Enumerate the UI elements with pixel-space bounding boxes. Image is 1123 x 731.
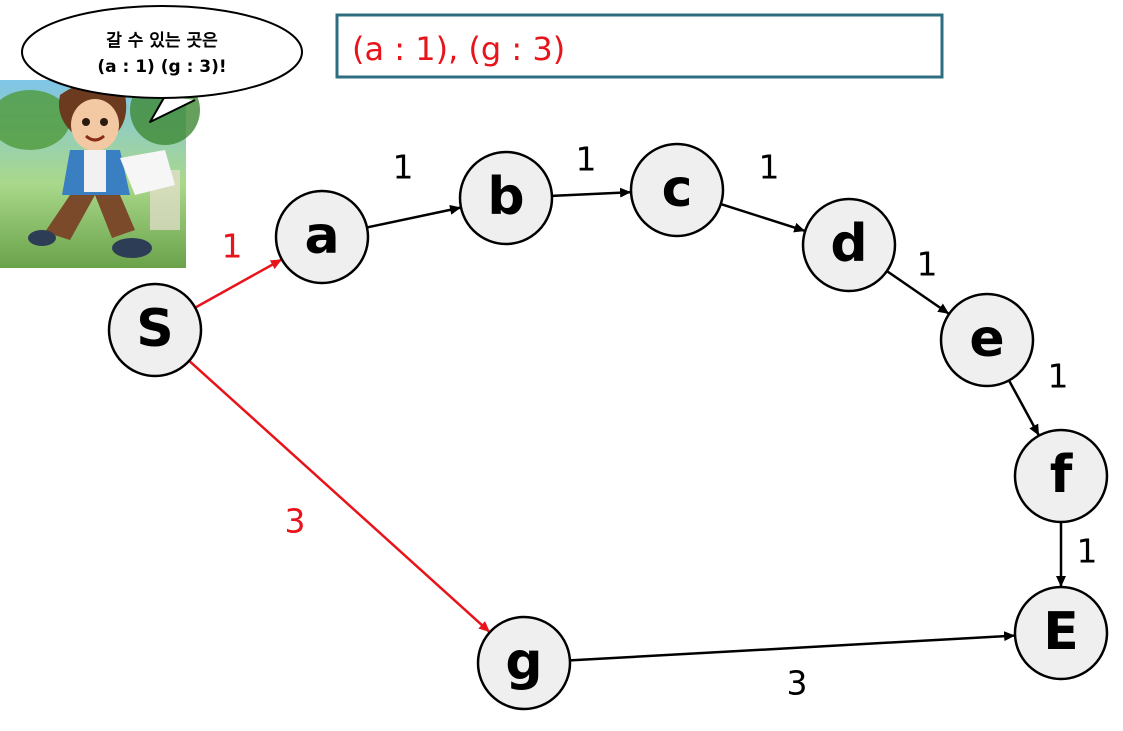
node-S: S — [109, 284, 201, 376]
node-d: d — [803, 199, 895, 291]
node-c: c — [631, 144, 723, 236]
speech-line-2: (a : 1) (g : 3)! — [97, 57, 226, 77]
node-f: f — [1015, 430, 1107, 522]
edge-S-g — [189, 361, 489, 632]
node-label-f: f — [1050, 445, 1074, 505]
node-label-E: E — [1043, 602, 1079, 662]
weight-label-c-d: 1 — [759, 148, 780, 187]
status-box-text: (a : 1), (g : 3) — [352, 30, 565, 68]
nodes-layer: Sa b c d e f g E — [109, 144, 1107, 709]
node-label-S: S — [136, 299, 173, 359]
weight-label-e-f: 1 — [1048, 357, 1069, 396]
edge-e-f — [1009, 380, 1039, 434]
edge-c-d — [721, 204, 804, 231]
weight-label-b-c: 1 — [576, 140, 597, 179]
node-label-g: g — [505, 632, 542, 692]
node-b: b — [460, 152, 552, 244]
weight-label-g-E: 3 — [787, 664, 808, 703]
edge-a-b — [367, 208, 460, 228]
edge-b-c — [552, 192, 630, 196]
weight-label-S-g: 3 — [285, 502, 306, 541]
node-e: e — [941, 294, 1033, 386]
weight-label-d-e: 1 — [917, 245, 938, 284]
node-a: a — [276, 191, 368, 283]
node-label-e: e — [969, 309, 1004, 369]
edge-g-E — [570, 636, 1014, 661]
node-g: g — [478, 617, 570, 709]
node-label-d: d — [830, 214, 867, 274]
node-label-c: c — [662, 159, 693, 219]
speech-line-1: 갈 수 있는 곳은 — [106, 31, 218, 51]
node-label-a: a — [304, 206, 339, 266]
weight-label-S-a: 1 — [222, 227, 243, 266]
node-E: E — [1015, 587, 1107, 679]
weight-label-f-E: 1 — [1077, 532, 1098, 571]
node-label-b: b — [487, 167, 524, 227]
weight-label-a-b: 1 — [393, 148, 414, 187]
edge-S-a — [195, 260, 281, 308]
status-box: (a : 1), (g : 3) — [337, 15, 942, 77]
